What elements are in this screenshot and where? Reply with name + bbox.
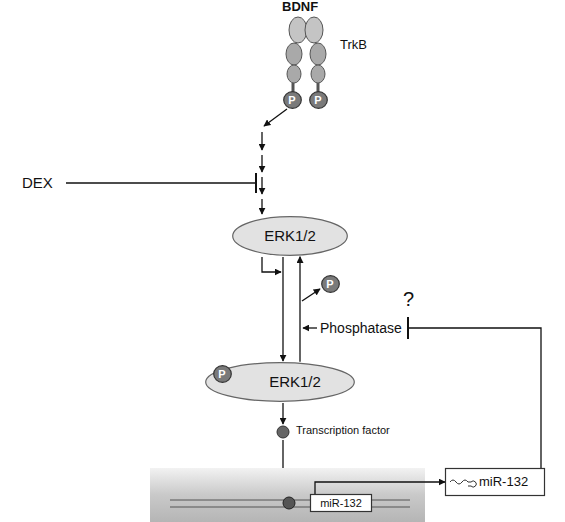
inhibition-line [408, 328, 541, 468]
rect-border [446, 469, 545, 496]
ellipse-border [206, 363, 355, 402]
node-text: P [288, 94, 295, 107]
node-text: miR-132 [479, 475, 528, 490]
node-text: P [314, 94, 321, 107]
phospho-circle: P [309, 91, 328, 109]
receptor-domain [287, 65, 301, 83]
transmembrane-segment [292, 83, 295, 92]
ellipse-border [233, 217, 348, 256]
connector-arrow [282, 257, 283, 361]
receptor-domain [286, 43, 302, 65]
signal-arrow [261, 132, 262, 150]
drug-label: DEX [22, 174, 53, 191]
phospho-circle: P [283, 91, 302, 109]
inhibition-bar [407, 317, 409, 339]
signal-arrow [282, 403, 283, 424]
circle-border [321, 276, 339, 293]
transmembrane-segment [317, 83, 320, 92]
bdnf-lobe [305, 17, 323, 43]
node-text: ERK1/2 [264, 227, 316, 244]
circle-border [283, 92, 301, 109]
phosphatase-arrow [303, 327, 317, 328]
node-text: ERK1/2 [269, 373, 321, 390]
bound-transcription-factor [283, 497, 295, 509]
rect-border [311, 495, 372, 512]
phospho-circle: P [321, 275, 340, 293]
circle-border [213, 366, 231, 383]
node-text: miR-132 [320, 497, 362, 510]
release-arrow [302, 289, 320, 301]
signal-arrow [262, 257, 281, 272]
inhibition-line [66, 182, 256, 183]
signal-arrow [261, 199, 262, 214]
nucleus-band [150, 468, 425, 522]
erk-ellipse: ERK1/2 [232, 216, 348, 256]
hairpin-symbol [450, 480, 476, 487]
connector-arrow [315, 482, 445, 494]
connector-arrow [299, 257, 300, 362]
circle-border [309, 92, 327, 109]
phospho-circle: P [213, 365, 232, 383]
enzyme-label: Phosphatase [320, 320, 402, 336]
receptor-domain [310, 43, 326, 65]
bdnf-lobe [289, 17, 307, 43]
question-mark: ? [403, 288, 414, 311]
factor-label: Transcription factor [296, 424, 390, 437]
gene-box: miR-132 [310, 494, 372, 512]
signal-arrow [261, 177, 262, 194]
ligand-label: BDNF [282, 0, 318, 15]
mirna-box: miR-132 [445, 468, 545, 496]
receptor-label: TrkB [340, 38, 367, 53]
node-text: P [326, 278, 333, 291]
signal-arrow [261, 155, 262, 172]
node-text: P [218, 368, 225, 381]
phospho-erk-ellipse: ERK1/2 P [205, 362, 355, 402]
receptor-domain [311, 65, 325, 83]
transcription-factor-dot [277, 426, 289, 438]
signal-arrow [264, 109, 287, 126]
inhibition-bar [255, 173, 257, 193]
